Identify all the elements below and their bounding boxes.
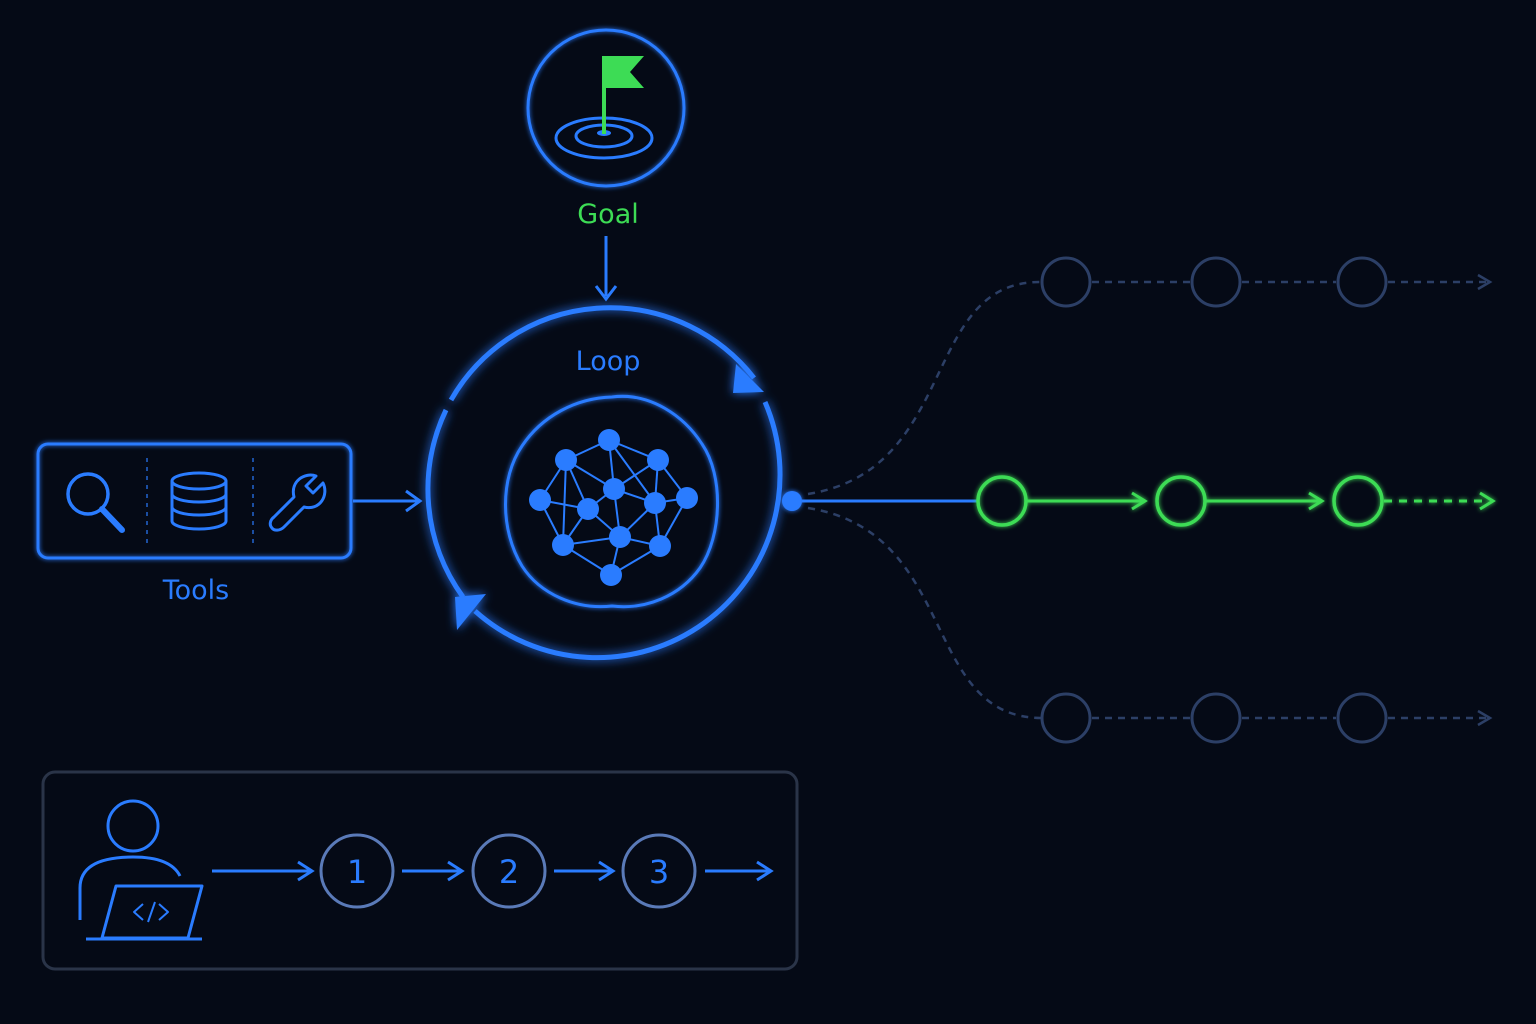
step-3: 3 xyxy=(621,833,697,909)
step-1: 1 xyxy=(319,833,395,909)
tools-label: Tools xyxy=(162,575,230,606)
goal-label: Goal xyxy=(577,199,639,230)
lower-branch xyxy=(807,506,1493,744)
upper-branch xyxy=(807,256,1493,496)
network-node xyxy=(676,487,698,509)
tools-panel xyxy=(36,442,353,560)
step-3-label: 3 xyxy=(649,853,669,891)
network-node xyxy=(577,498,599,520)
loop-label: Loop xyxy=(576,346,641,377)
network-edge xyxy=(608,439,656,504)
loop-ring xyxy=(425,305,783,661)
step-arrow xyxy=(554,860,616,882)
network-node xyxy=(603,478,625,500)
network-node xyxy=(649,535,671,557)
network-node xyxy=(644,492,666,514)
network-node xyxy=(598,429,620,451)
network-node xyxy=(647,449,669,471)
network-edge xyxy=(562,459,567,546)
network-node xyxy=(555,449,577,471)
network-node xyxy=(529,489,551,511)
flag-target-icon xyxy=(554,56,654,160)
step-arrow xyxy=(212,860,315,882)
step-1-label: 1 xyxy=(347,853,367,891)
step-2: 2 xyxy=(471,833,547,909)
step-arrow xyxy=(402,860,465,882)
step-arrow xyxy=(705,860,774,882)
developer-steps-panel: 1 2 3 xyxy=(41,770,799,971)
developer-laptop-icon xyxy=(78,799,204,941)
step-2-label: 2 xyxy=(499,853,519,891)
tools-to-loop-arrow xyxy=(353,489,423,513)
search-icon[interactable] xyxy=(66,472,125,533)
network-node xyxy=(600,564,622,586)
green-path xyxy=(976,475,1496,527)
database-icon[interactable] xyxy=(170,471,228,531)
goal-to-loop-arrow xyxy=(594,236,618,302)
wrench-icon[interactable] xyxy=(268,473,327,532)
network-node xyxy=(609,526,631,548)
network-node xyxy=(552,534,574,556)
goal-node xyxy=(526,28,686,188)
neural-network-icon xyxy=(504,394,719,609)
loop-output-node xyxy=(782,491,802,511)
